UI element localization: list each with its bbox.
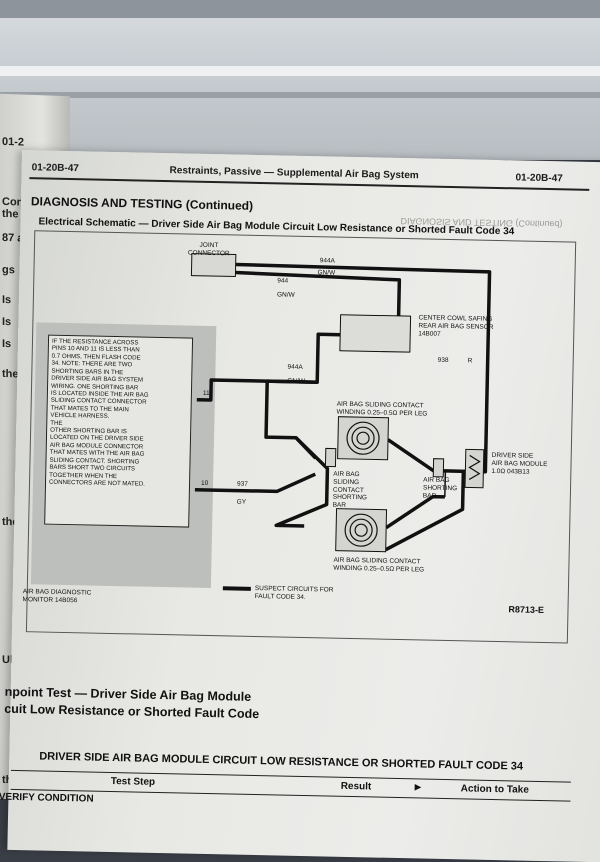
shorting-bar-left-part <box>324 447 337 468</box>
left-fragment: 01-2 <box>2 135 25 149</box>
window-background <box>0 0 600 160</box>
window-frame-rail <box>0 92 600 98</box>
wire-upper-to-module <box>387 438 476 474</box>
col-result: Result <box>340 780 372 793</box>
label-wire-944a-top: 944A <box>319 257 336 265</box>
table-header: Test Step Result ▶ Action to Take <box>10 769 571 802</box>
pinpoint-title-line2: cuit Low Resistance or Shorted Fault Cod… <box>4 701 260 722</box>
left-fragment: Is <box>2 337 12 351</box>
pinpoint-title-line1: npoint Test — Driver Side Air Bag Module <box>4 684 252 704</box>
wire-to-sliding-contact <box>264 379 318 460</box>
module-resistor <box>468 454 481 480</box>
label-pin-11: 11 <box>202 389 210 397</box>
left-fragment: gs <box>2 263 15 277</box>
left-fragment: the <box>2 367 19 381</box>
label-r: R <box>467 357 473 365</box>
wire-937-gy-pin10 <box>194 472 316 494</box>
label-wire-938: 938 <box>437 356 449 364</box>
wiring-schematic <box>190 253 492 591</box>
col-test-step: Test Step <box>110 775 156 788</box>
table-row: 1 VERIFY CONDITION <box>0 791 94 805</box>
label-gn-w-top: GN/W <box>317 269 336 277</box>
wire-lower-to-module <box>385 494 445 530</box>
label-wire-944a-mid: 944A <box>287 363 303 371</box>
shorting-bar-right-part <box>432 458 445 478</box>
manual-page: 01-20B-47 Restraints, Passive — Suppleme… <box>0 150 600 862</box>
sliding-contact-lower <box>335 508 388 553</box>
label-wire-944: 944 <box>277 277 289 285</box>
figure-id: R8713-E <box>508 604 545 616</box>
wire-944a-pin11 <box>196 332 341 402</box>
window-frame-sill <box>0 66 600 76</box>
label-gn-w-mid: GN/W <box>287 377 305 385</box>
col-action: Action to Take <box>460 783 529 796</box>
label-gn-w-2: GN/W <box>276 291 295 299</box>
table-title: DRIVER SIDE AIR BAG MODULE CIRCUIT LOW R… <box>39 750 524 773</box>
driver-air-bag-module <box>464 448 485 489</box>
wire-944-gn-w <box>235 270 402 318</box>
left-fragment: Is <box>2 293 12 307</box>
label-pin-10: 10 <box>200 479 209 487</box>
sliding-contact-upper <box>337 416 389 461</box>
left-fragment: the <box>2 207 19 221</box>
left-fragment: Is <box>2 315 12 329</box>
wire-shorting-bar-left <box>274 436 330 528</box>
legend-line <box>222 586 251 591</box>
shorting-bar-right-link <box>444 470 447 497</box>
wire-module-return <box>384 471 466 552</box>
arrow-icon: ▶ <box>414 782 421 792</box>
window-frame-top <box>0 0 600 18</box>
center-cowl-sensor <box>339 314 412 353</box>
label-wire-937: 937 <box>236 480 248 488</box>
label-gy: GY <box>236 498 247 506</box>
